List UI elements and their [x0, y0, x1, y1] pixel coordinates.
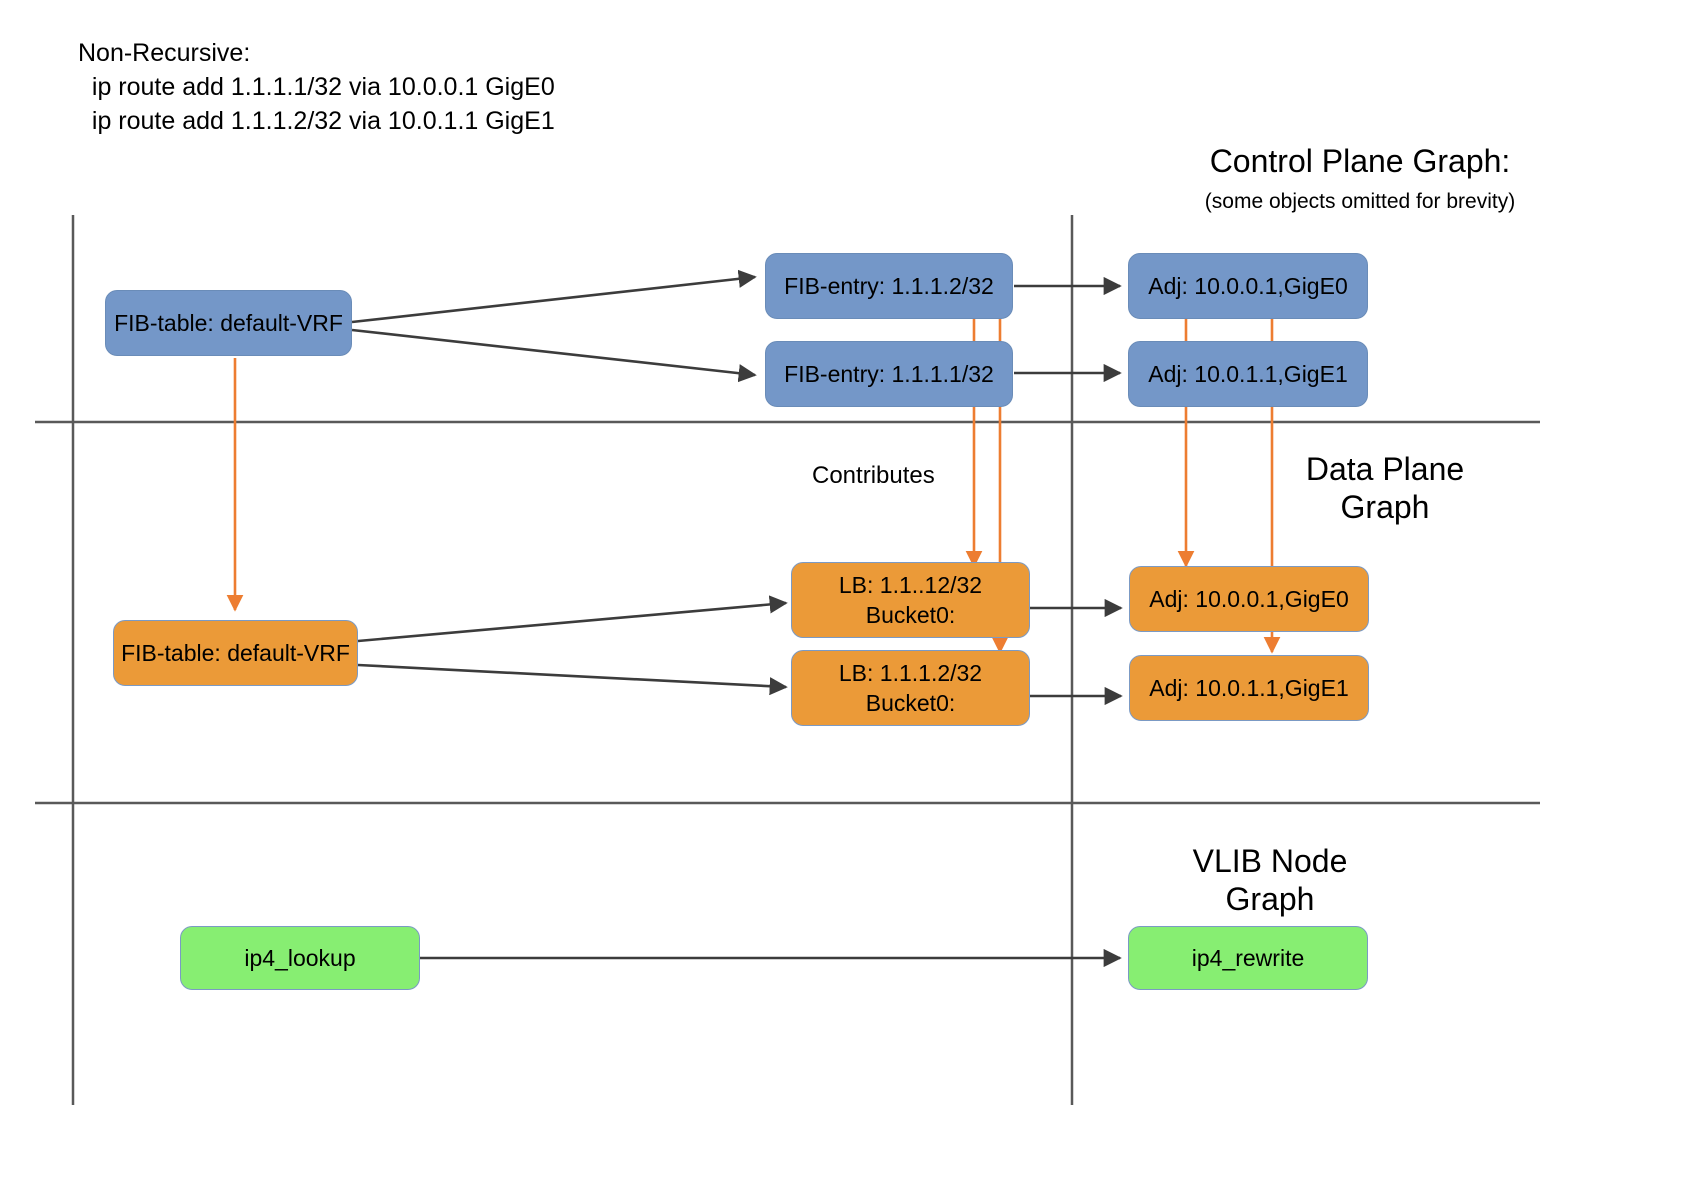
edge-cp-table-to-entry2 [351, 269, 757, 324]
data-plane-load-balancer-node-2[interactable]: LB: 1.1.1.2/32 Bucket0: [791, 650, 1030, 726]
vlib-node-ip4-lookup-label: ip4_lookup [244, 945, 356, 971]
data-plane-load-balancer-bucket-2: Bucket0: [865, 690, 956, 716]
edge-dp-table-to-lb1 [357, 595, 788, 643]
control-plane-adjacency-label-1: Adj: 10.0.0.1,GigE0 [1148, 273, 1348, 299]
control-plane-fib-table-label: FIB-table: default-VRF [114, 310, 343, 336]
data-plane-fib-table-node[interactable]: FIB-table: default-VRF [113, 620, 358, 686]
vlib-node-ip4-rewrite-label: ip4_rewrite [1191, 945, 1305, 971]
data-plane-fib-table-label: FIB-table: default-VRF [121, 640, 350, 666]
control-plane-fib-entry-node-1[interactable]: FIB-entry: 1.1.1.2/32 [765, 253, 1013, 319]
control-plane-graph-note: (some objects omitted for brevity) [1204, 190, 1516, 213]
control-plane-fib-entry-label-1: FIB-entry: 1.1.1.2/32 [784, 273, 994, 299]
data-plane-graph-title: Data Plane Graph [1305, 451, 1465, 525]
route-config-caption: Non-Recursive: ip route add 1.1.1.1/32 v… [78, 39, 555, 135]
edge-cp-table-to-entry1 [351, 328, 757, 383]
data-plane-adjacency-node-2[interactable]: Adj: 10.0.1.1,GigE1 [1129, 655, 1369, 721]
vlib-node-ip4-lookup[interactable]: ip4_lookup [180, 926, 420, 990]
data-plane-load-balancer-label-1: LB: 1.1..12/32 [838, 572, 983, 598]
vlib-node-ip4-rewrite[interactable]: ip4_rewrite [1128, 926, 1368, 990]
control-plane-fib-entry-node-2[interactable]: FIB-entry: 1.1.1.1/32 [765, 341, 1013, 407]
edge-dp-table-to-lb2 [357, 663, 788, 696]
data-plane-load-balancer-bucket-1: Bucket0: [865, 602, 956, 628]
data-plane-adjacency-node-1[interactable]: Adj: 10.0.0.1,GigE0 [1129, 566, 1369, 632]
control-plane-adjacency-label-2: Adj: 10.0.1.1,GigE1 [1148, 361, 1348, 387]
control-plane-adjacency-node-1[interactable]: Adj: 10.0.0.1,GigE0 [1128, 253, 1368, 319]
data-plane-load-balancer-label-2: LB: 1.1.1.2/32 [838, 660, 983, 686]
control-plane-fib-table-node[interactable]: FIB-table: default-VRF [105, 290, 352, 356]
control-plane-fib-entry-label-2: FIB-entry: 1.1.1.1/32 [784, 361, 994, 387]
data-plane-adjacency-label-1: Adj: 10.0.0.1,GigE0 [1149, 586, 1349, 612]
contributes-label: Contributes [812, 462, 935, 489]
data-plane-adjacency-label-2: Adj: 10.0.1.1,GigE1 [1149, 675, 1349, 701]
control-plane-adjacency-node-2[interactable]: Adj: 10.0.1.1,GigE1 [1128, 341, 1368, 407]
control-plane-graph-title: Control Plane Graph: [1209, 143, 1511, 179]
vlib-node-graph-title: VLIB Node Graph [1192, 843, 1348, 917]
data-plane-load-balancer-node-1[interactable]: LB: 1.1..12/32 Bucket0: [791, 562, 1030, 638]
